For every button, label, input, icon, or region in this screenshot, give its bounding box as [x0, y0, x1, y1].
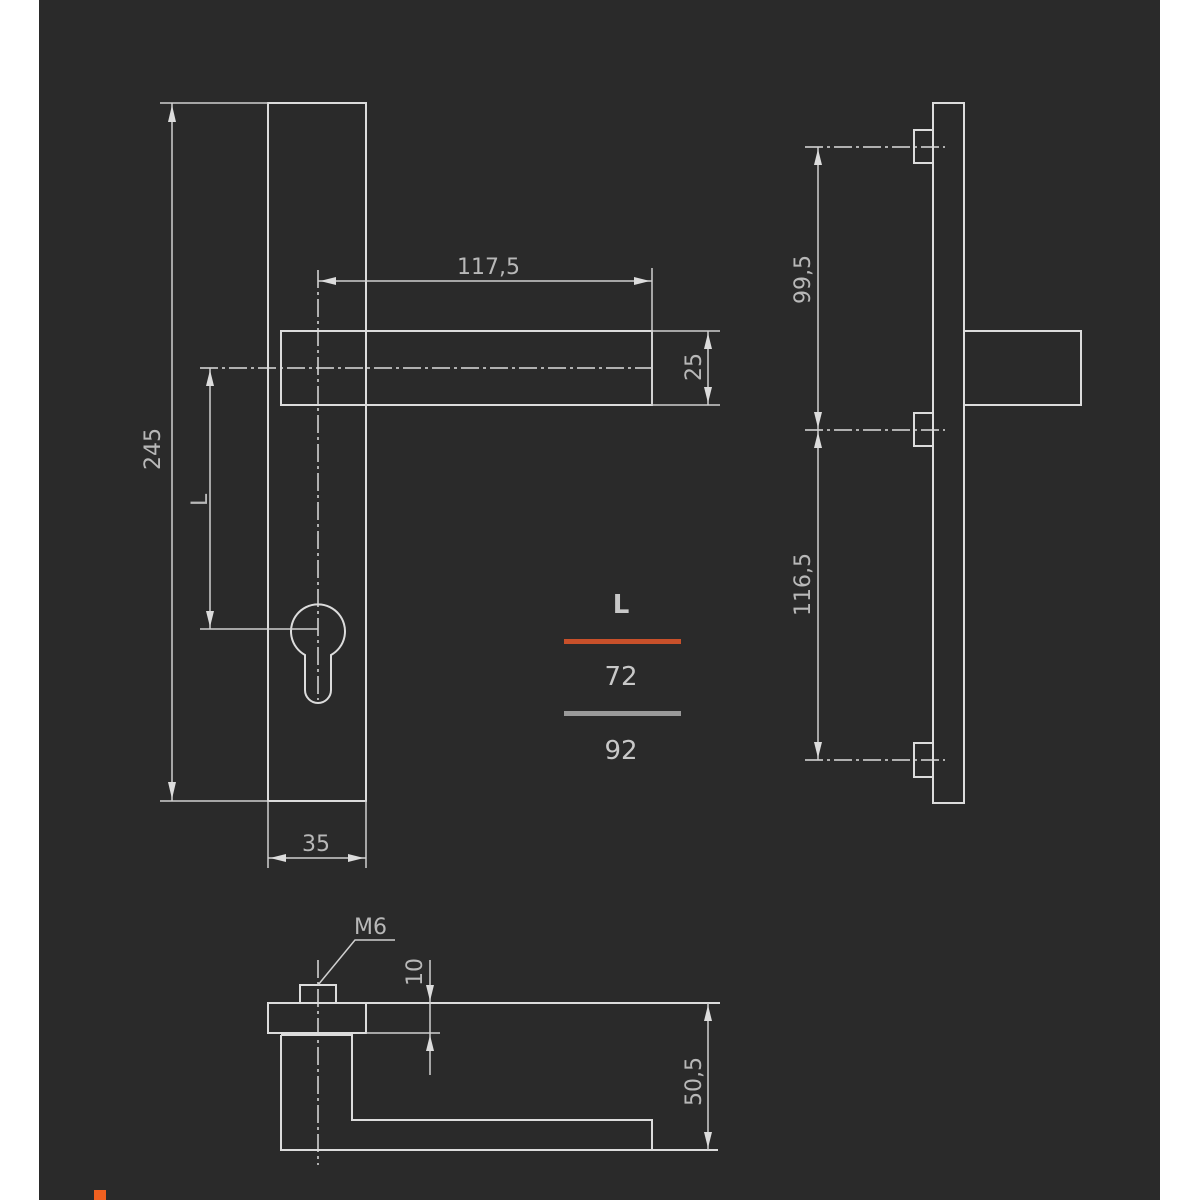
dimension-label-25: 25 [682, 353, 707, 381]
front-view: 245 L 117,5 25 35 [141, 102, 720, 868]
side-lever-stub [963, 330, 1082, 406]
rosette-outline [267, 1002, 367, 1034]
legend-option-72: 72 [604, 662, 637, 692]
side-backplate-outline [932, 102, 965, 804]
dimension-label-10: 10 [403, 958, 428, 986]
dimension-label-50-5: 50,5 [682, 1057, 707, 1106]
bottom-view: M6 10 50,5 [267, 915, 720, 1165]
backplate-outline [267, 102, 367, 802]
legend-divider [564, 711, 681, 716]
dimension-label-117-5: 117,5 [457, 255, 520, 280]
dimension-label-99-5: 99,5 [791, 255, 816, 304]
legend-title: L [613, 590, 630, 620]
keyhole-cylinder-cutout [290, 603, 346, 704]
legend-accent-divider [564, 639, 681, 644]
legend-option-92: 92 [604, 736, 637, 766]
drawing-panel [39, 0, 1160, 1200]
dimension-label-35: 35 [302, 832, 330, 857]
m6-leader-line [317, 939, 395, 986]
lever-profile [280, 1034, 718, 1151]
side-view: 99,5 116,5 [791, 102, 1082, 804]
dimension-label-l: L [188, 493, 213, 506]
dimension-label-245: 245 [141, 428, 166, 470]
dimension-label-m6: M6 [354, 915, 387, 940]
length-legend: L 72 92 [564, 590, 681, 766]
orange-marker [94, 1190, 106, 1200]
dimension-label-116-5: 116,5 [791, 553, 816, 616]
